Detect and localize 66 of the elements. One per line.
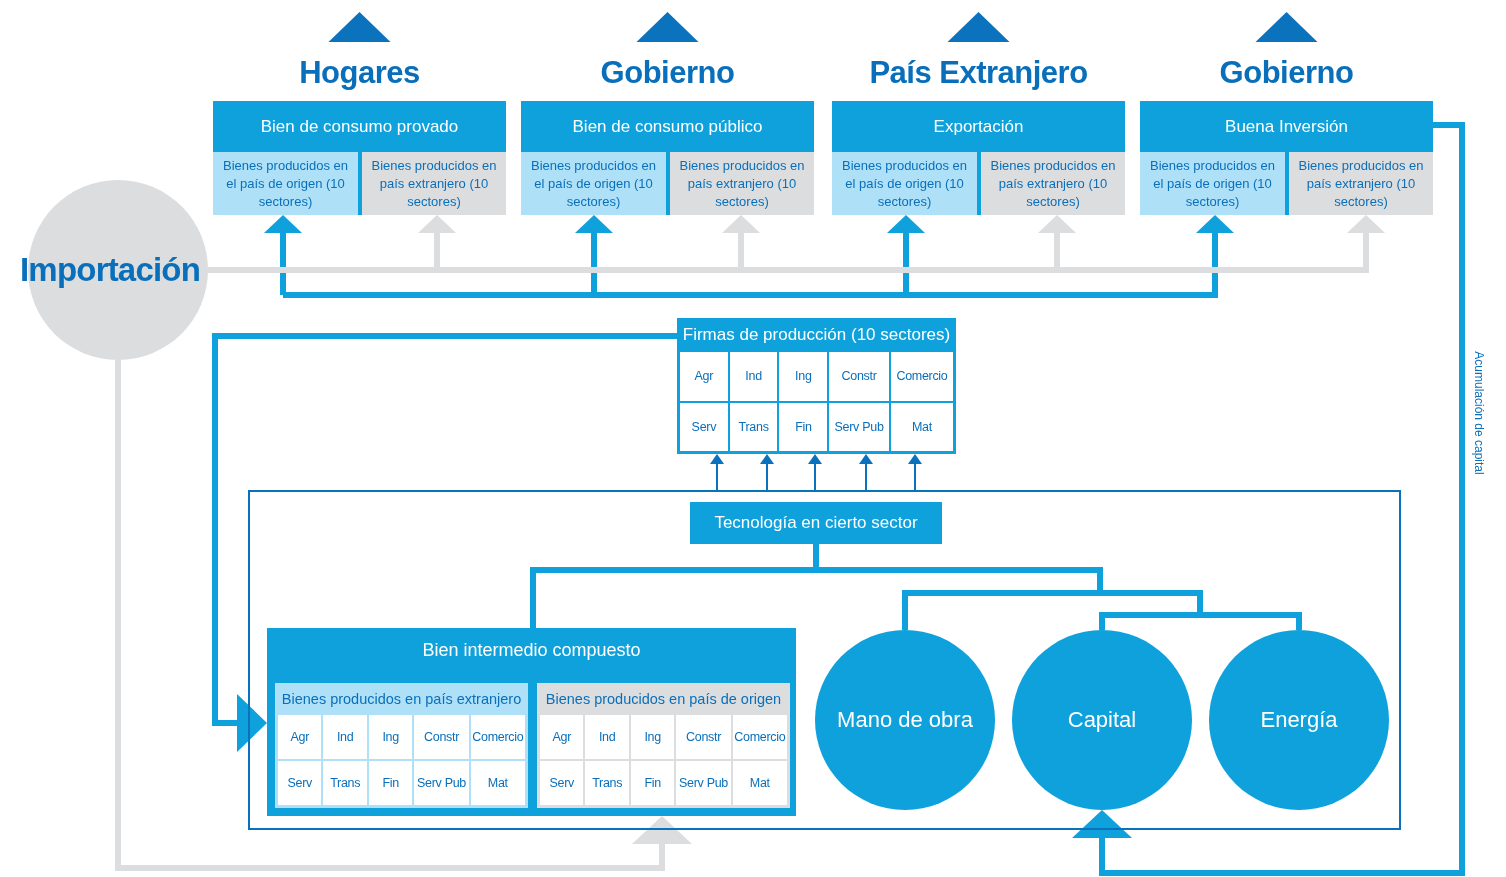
table-cell: Agr — [540, 715, 584, 759]
sector-table — [275, 683, 528, 808]
table-cell: Ind — [323, 715, 367, 759]
goods-box: Bienes producidos en país extranjero (10 sectores) — [981, 152, 1125, 215]
table-cell: Constr — [414, 715, 469, 759]
arrow — [710, 454, 724, 491]
table-cell: Ind — [585, 715, 629, 759]
table-cell: Agr — [278, 715, 322, 759]
edge-label: Acumulación de capital — [1472, 349, 1486, 477]
table-title: Bienes producidos en país extranjero — [280, 690, 523, 709]
table-cell: Comercio — [890, 352, 953, 401]
group-heading: Hogares — [298, 54, 421, 92]
table-cell: Ing — [368, 715, 413, 759]
table-cell: Serv Pub — [414, 761, 469, 805]
sector-table — [537, 683, 790, 808]
table-cell: Fin — [368, 761, 413, 805]
table-cell: Fin — [630, 761, 675, 805]
panel — [267, 628, 796, 816]
goods-box: Bienes producidos en el país de origen (10 sectores) — [1140, 152, 1285, 215]
table-cell: Fin — [779, 402, 828, 451]
table-title: Bienes producidos en país de origen — [544, 690, 783, 709]
table-cell: Mat — [890, 402, 953, 451]
arrow — [808, 454, 822, 491]
table-cell: Serv — [540, 761, 584, 805]
table-cell: Trans — [729, 402, 778, 451]
process-box: Tecnología en cierto sector — [690, 502, 942, 544]
goods-box: Bienes producidos en el país de origen (10 sectores) — [213, 152, 358, 215]
table-cell: Mat — [470, 761, 525, 805]
arrow — [212, 333, 677, 752]
circle: Energía — [1209, 630, 1389, 810]
table-cell: Serv Pub — [829, 402, 889, 451]
arrow — [859, 454, 873, 491]
table-cell: Comercio — [470, 715, 525, 759]
panel-title: Bien intermedio compuesto — [421, 640, 642, 661]
circle: Capital — [1012, 630, 1192, 810]
table-cell: Serv — [278, 761, 322, 805]
table-cell: Mat — [732, 761, 787, 805]
arrow — [760, 454, 774, 491]
table-title: Firmas de producción (10 sectores) — [681, 324, 952, 346]
arrow — [908, 454, 922, 491]
table-cell: Trans — [323, 761, 367, 805]
table-cell: Trans — [585, 761, 629, 805]
group-heading: Gobierno — [599, 54, 736, 92]
goods-box: Bienes producidos en el país de origen (10 sectores) — [521, 152, 666, 215]
table-cell: Ing — [630, 715, 675, 759]
table-cell: Comercio — [732, 715, 787, 759]
table-cell: Constr — [676, 715, 731, 759]
table-cell: Serv — [680, 402, 728, 451]
arrow — [1072, 122, 1465, 876]
arrow — [115, 360, 692, 871]
frame-box — [248, 490, 1401, 830]
table-cell: Agr — [680, 352, 728, 401]
sector-table — [677, 318, 956, 454]
goods-box: Bienes producidos en país extranjero (10 sectores) — [362, 152, 506, 215]
table-cell: Constr — [829, 352, 889, 401]
table-cell: Ing — [779, 352, 828, 401]
circle: Mano de obra — [815, 630, 995, 810]
arrow — [264, 215, 302, 295]
group-heading: País Extranjero — [868, 54, 1089, 92]
table-cell: Ind — [729, 352, 778, 401]
group-heading: Gobierno — [1218, 54, 1355, 92]
goods-box: Bienes producidos en el país de origen (10 sectores) — [832, 152, 977, 215]
goods-box: Bienes producidos en país extranjero (10 sectores) — [1289, 152, 1433, 215]
goods-box: Bienes producidos en país extranjero (10 sectores) — [670, 152, 814, 215]
table-cell: Serv Pub — [676, 761, 731, 805]
circle-label: Importación — [20, 251, 201, 289]
